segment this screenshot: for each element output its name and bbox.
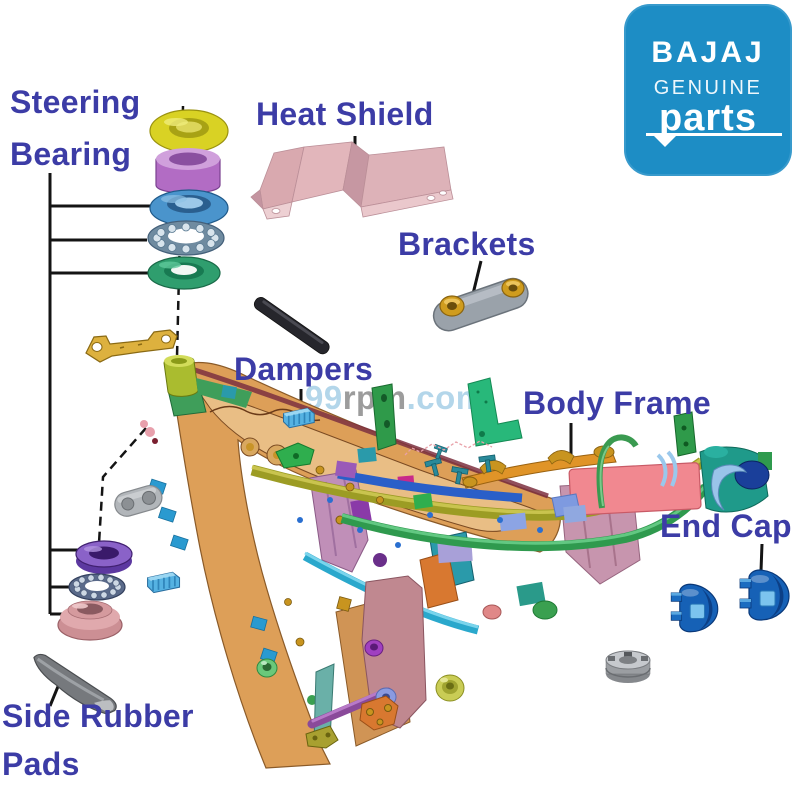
leader-lines	[48, 136, 764, 707]
end-cap-right	[739, 569, 790, 621]
logo-brand-text: BAJAJ	[651, 36, 765, 69]
end-cap-label: End Cap	[660, 508, 792, 544]
gold-bushing-left	[439, 295, 465, 317]
lower-leg-parts	[256, 575, 465, 749]
steering-bearing-stack-upper	[147, 109, 229, 290]
purple-bracket	[334, 460, 357, 479]
castle-nut-part	[605, 650, 651, 683]
lower-stack-axis	[97, 427, 147, 544]
sketch-outline	[404, 440, 493, 456]
steering-bearing-label-line2: Bearing	[10, 136, 132, 172]
green-race-ring	[147, 256, 221, 290]
body-frame-part	[140, 355, 772, 769]
heat-shield-part	[250, 141, 454, 220]
pink-grommet	[482, 604, 502, 620]
side-rubber-pads-label-line1: Side Rubber	[2, 698, 194, 734]
steering-bearing-label-line1: Steering	[10, 84, 141, 120]
heat-shield-label: Heat Shield	[256, 96, 434, 132]
gold-bracket-part	[85, 329, 178, 363]
blue-dots	[297, 497, 543, 548]
pink-bit-1	[145, 427, 155, 437]
ball-bearing-ring-lower	[68, 573, 126, 601]
green-l-bracket	[467, 377, 523, 447]
ball-bearing-ring	[147, 220, 225, 256]
gold-bushing-right	[501, 278, 525, 298]
teal-blob	[516, 581, 546, 607]
teal-block	[357, 447, 377, 463]
purple-spacer-ring	[155, 148, 221, 194]
green-block	[413, 492, 433, 510]
logo-down-arrow-icon	[654, 136, 676, 147]
dampers-label: Dampers	[234, 351, 374, 387]
top-teal-block	[221, 384, 237, 400]
dark-blue-hub	[734, 460, 770, 490]
end-cap-left	[670, 583, 719, 633]
olive-bracket	[305, 725, 339, 749]
side-rubber-pads-label-line2: Pads	[2, 746, 80, 782]
green-strap-front	[371, 383, 397, 451]
brackets-label: Brackets	[398, 226, 536, 262]
mauve-plate	[361, 575, 427, 729]
side-rubber-pad-part	[33, 653, 117, 715]
gold-bolts	[284, 465, 384, 647]
logo-parts-text: parts	[659, 97, 757, 139]
purple-boss	[373, 553, 387, 567]
leader-side-pads	[48, 683, 61, 707]
red-dot	[152, 438, 158, 444]
pink-bit-2	[140, 420, 148, 428]
rubber-strip-part	[253, 297, 330, 355]
body-frame-label: Body Frame	[523, 385, 711, 421]
green-strap-rear	[673, 411, 697, 457]
green-tube	[340, 483, 710, 552]
purple-rod	[307, 687, 393, 729]
periwinkle-bracket-3	[499, 512, 527, 532]
yellow-seal-ring	[149, 109, 229, 153]
steering-bearing-stack-lower	[57, 540, 133, 641]
orange-rail	[461, 451, 617, 489]
logo-underline	[646, 133, 782, 136]
blue-race-ring	[149, 189, 229, 227]
rear-cluster	[656, 446, 772, 513]
pink-seal-ring	[57, 600, 123, 641]
bracket-part	[432, 277, 529, 332]
damper-block-lower	[146, 571, 181, 594]
blue-tube	[337, 469, 523, 503]
green-hook-tube	[596, 434, 639, 509]
gray-link-bracket-part	[114, 485, 163, 517]
logo-genuine-text: GENUINE	[653, 77, 763, 99]
bajaj-genuine-parts-logo: BAJAJ GENUINE parts	[624, 4, 792, 176]
steering-head	[163, 355, 207, 417]
leader-end-cap	[759, 543, 764, 572]
green-blob	[532, 600, 558, 620]
purple-bearing-ring-lower	[75, 540, 133, 574]
periwinkle-bracket-2	[563, 504, 587, 524]
